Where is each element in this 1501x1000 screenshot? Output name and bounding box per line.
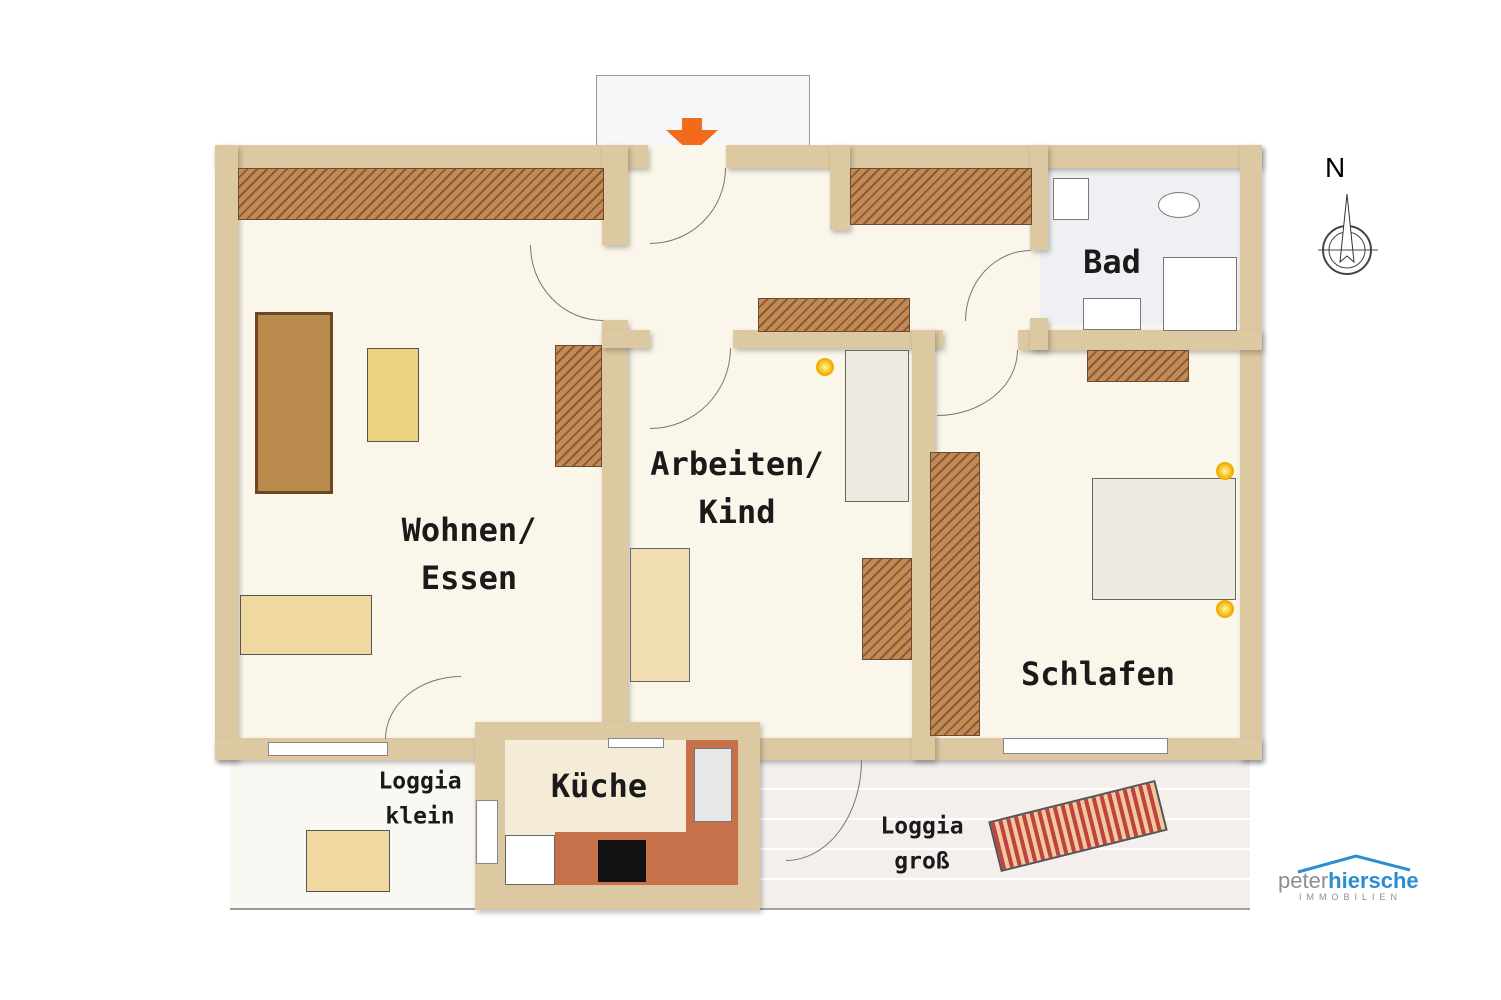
compass-label: N — [1325, 152, 1346, 183]
label-line: Arbeiten/ — [650, 445, 824, 483]
hall-cabinet — [758, 298, 910, 332]
dresser — [1087, 350, 1189, 382]
label-line: Loggia — [880, 813, 964, 840]
lamp — [816, 358, 834, 376]
shelf — [862, 558, 912, 660]
logo-roof-icon — [1297, 854, 1411, 874]
sink — [694, 748, 732, 822]
logo-text-hiersche: hiersche — [1328, 868, 1419, 893]
label-line: Kind — [698, 493, 776, 531]
washbasin — [1083, 298, 1141, 330]
label-line: Essen — [420, 559, 518, 597]
room-label-loggia-gross: Loggia groß — [880, 810, 963, 879]
fridge — [505, 835, 555, 885]
room-label-loggia-klein: Loggia klein — [378, 765, 461, 834]
dining-table — [240, 595, 372, 655]
sofa — [255, 312, 333, 494]
label-line: Wohnen/ — [401, 511, 537, 549]
wall — [215, 145, 648, 168]
wall — [602, 330, 650, 348]
room-label-schlafen: Schlafen — [1020, 655, 1176, 693]
label-line: Loggia — [378, 768, 462, 795]
logo-text-peter: peter — [1278, 868, 1329, 893]
wardrobe — [850, 168, 1032, 225]
bed — [845, 350, 909, 502]
logo-subtitle: IMMOBILIEN — [1298, 892, 1402, 902]
label-line: klein — [385, 803, 455, 829]
stove — [598, 840, 646, 882]
double-bed — [1092, 478, 1236, 600]
wall — [602, 320, 628, 740]
wall — [602, 145, 628, 245]
wardrobe — [930, 452, 980, 736]
wall — [215, 145, 238, 760]
lamp — [1216, 600, 1234, 618]
wall — [733, 330, 943, 348]
wardrobe — [238, 168, 604, 220]
entrance-arrow-icon — [666, 118, 718, 154]
toilet — [1158, 192, 1200, 218]
window — [268, 742, 388, 756]
wall — [726, 145, 1262, 168]
logo: peterhiersche IMMOBILIEN — [1278, 852, 1423, 902]
wall — [1240, 145, 1262, 760]
coffee-table — [367, 348, 419, 442]
room-label-arbeiten-kind: Arbeiten/Kind — [650, 440, 823, 536]
room-label-bad: Bad — [1083, 243, 1141, 281]
label-line: groß — [894, 848, 950, 874]
bathtub-shower — [1163, 257, 1237, 331]
wall — [1018, 330, 1262, 350]
wall — [1030, 145, 1048, 250]
wall — [912, 330, 935, 760]
washing-machine — [1053, 178, 1089, 220]
north-compass-icon — [1318, 193, 1378, 275]
window — [608, 738, 664, 748]
lamp — [1216, 462, 1234, 480]
balcony-table — [306, 830, 390, 892]
room-label-wohnen-essen: Wohnen/Essen — [402, 506, 537, 602]
tv-cabinet — [555, 345, 602, 467]
wall — [830, 145, 850, 230]
room-label-kueche: Küche — [550, 767, 648, 805]
window — [476, 800, 498, 864]
window — [1003, 738, 1168, 754]
desk — [630, 548, 690, 682]
wall — [1030, 318, 1048, 350]
